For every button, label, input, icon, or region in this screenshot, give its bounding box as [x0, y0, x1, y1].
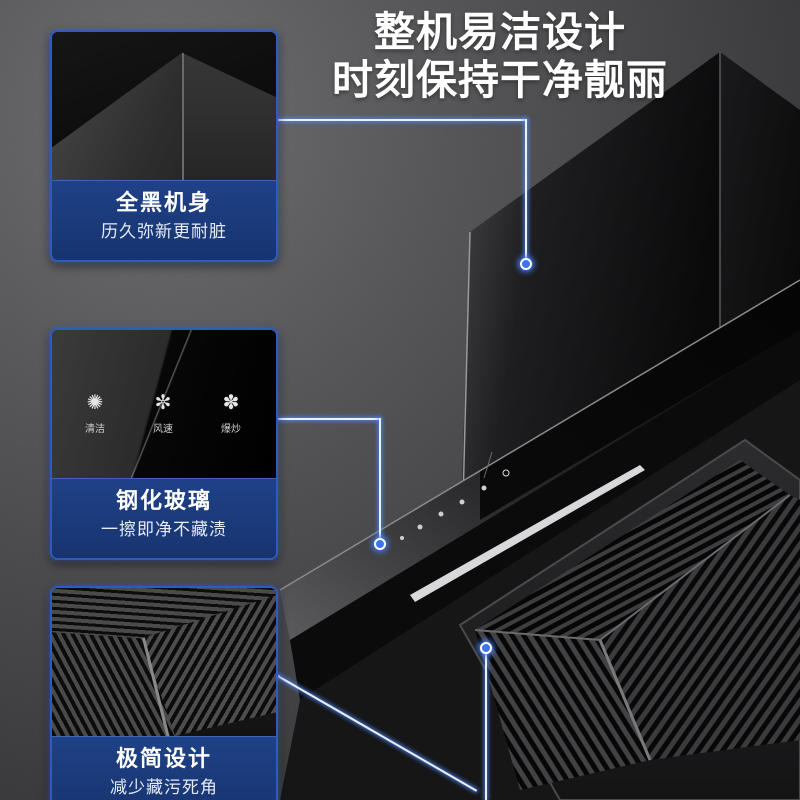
feature-subtitle: 减少藏污死角: [110, 778, 218, 798]
feature-title: 全黑机身: [115, 191, 212, 216]
feature-subtitle: 历久弥新更耐脏: [101, 222, 227, 242]
feature-title: 极简设计: [115, 747, 212, 772]
feature-label: 钢化玻璃 一擦即净不藏渍: [52, 478, 276, 558]
glass-panel-photo: ✺ 清洁 ✼ 风速 ✽ 爆炒: [52, 330, 276, 478]
feature-title: 钢化玻璃: [115, 489, 212, 514]
control-label: 爆炒: [221, 424, 241, 435]
callout-line-1-horizontal: [228, 119, 526, 121]
clean-fan-icon: ✺: [86, 390, 104, 414]
feature-card-minimal-design: 极简设计 减少藏污死角: [50, 586, 278, 800]
fan-speed-icon: ✼: [154, 390, 172, 414]
headline: 整机易洁设计 时刻保持干净靓丽: [300, 8, 700, 104]
headline-line-1: 整机易洁设计: [374, 8, 626, 56]
stir-fry-fan-icon: ✽: [222, 390, 240, 414]
grille-photo: [52, 588, 276, 736]
callout-line-2-horizontal: [228, 418, 380, 420]
feature-label: 极简设计 减少藏污死角: [52, 736, 276, 800]
feature-subtitle: 一擦即净不藏渍: [101, 520, 227, 540]
control-clean: ✺ 清洁: [70, 390, 120, 435]
black-body-photo: [52, 32, 276, 180]
control-fan-speed: ✼ 风速: [138, 390, 188, 435]
callout-dot-2: [374, 538, 386, 550]
control-label: 清洁: [85, 424, 105, 435]
headline-line-2: 时刻保持干净靓丽: [332, 56, 668, 104]
feature-card-tempered-glass: ✺ 清洁 ✼ 风速 ✽ 爆炒 钢化玻璃 一擦即净不藏渍: [50, 328, 278, 560]
feature-label: 全黑机身 历久弥新更耐脏: [52, 180, 276, 260]
callout-dot-1: [520, 258, 532, 270]
control-label: 风速: [153, 424, 173, 435]
feature-card-black-body: 全黑机身 历久弥新更耐脏: [50, 30, 278, 262]
callout-line-3-vertical: [485, 648, 487, 800]
callout-line-1-vertical: [525, 119, 527, 263]
callout-line-2-vertical: [379, 418, 381, 543]
callout-dot-3: [480, 642, 492, 654]
control-stir-fry: ✽ 爆炒: [206, 390, 256, 435]
